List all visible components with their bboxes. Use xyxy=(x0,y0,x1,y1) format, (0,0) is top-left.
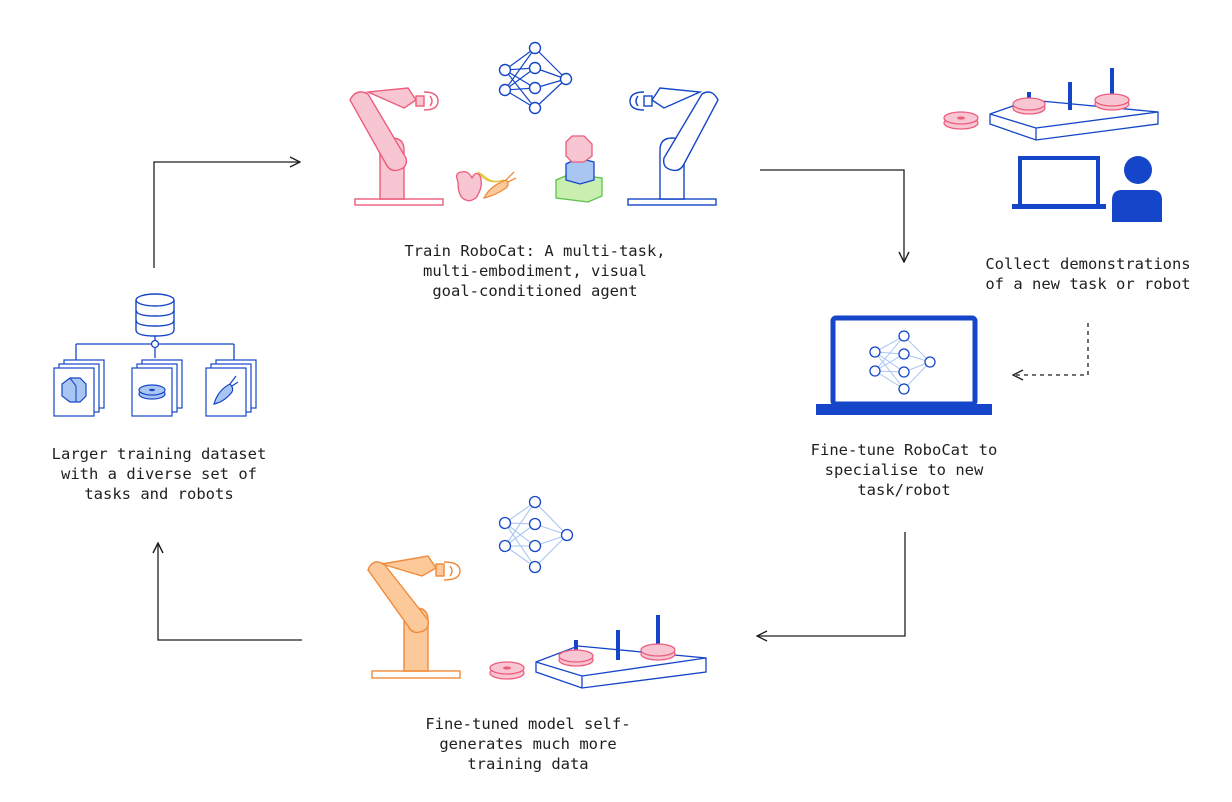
orange-robot-arm-icon xyxy=(367,555,461,679)
caption-selfgen-line-2: generates much more xyxy=(439,735,617,753)
selfgen-network-icon xyxy=(498,495,574,574)
flow-arrows xyxy=(153,162,1089,641)
caption-selfgen-line-1: Fine-tuned model self- xyxy=(425,715,631,733)
fruit-icon xyxy=(456,170,517,202)
stacked-blocks-icon xyxy=(555,135,603,203)
caption-train-line-1: Train RoboCat: A multi-task, xyxy=(404,242,666,260)
database-icon xyxy=(135,293,175,337)
neural-network-icon xyxy=(498,41,573,115)
caption-collect-line-1: Collect demonstrations xyxy=(985,255,1191,273)
caption-collect-line-2: of a new task or robot xyxy=(985,275,1191,293)
caption-dataset-line-1: Larger training dataset xyxy=(51,445,267,463)
arrow-finetune-to-selfgen xyxy=(757,532,906,636)
dataset-card-disc xyxy=(131,359,183,417)
caption-dataset-line-2: with a diverse set of xyxy=(61,465,257,483)
caption-finetune-line-3: task/robot xyxy=(857,481,951,499)
dataset-tree-lines xyxy=(75,336,235,362)
arrow-dataset-to-train xyxy=(153,162,300,268)
pink-robot-arm-icon xyxy=(349,87,444,206)
caption-train-line-3: goal-conditioned agent xyxy=(432,282,638,300)
caption-train: Train RoboCat: A multi-task, multi-embod… xyxy=(360,241,710,301)
blue-robot-arm-icon xyxy=(627,87,719,206)
caption-selfgen-line-3: training data xyxy=(467,755,589,773)
caption-dataset: Larger training dataset with a diverse s… xyxy=(20,444,298,504)
laptop-icon xyxy=(1012,156,1106,209)
arrow-collect-to-finetune xyxy=(1013,323,1089,375)
caption-selfgen: Fine-tuned model self- generates much mo… xyxy=(393,714,663,774)
caption-finetune-line-2: specialise to new xyxy=(824,461,984,479)
selfgen-peg-board-icon xyxy=(535,615,707,689)
caption-finetune: Fine-tune RoboCat to specialise to new t… xyxy=(773,440,1035,500)
peg-board-icon xyxy=(989,68,1159,141)
caption-train-line-2: multi-embodiment, visual xyxy=(423,262,647,280)
arrow-selfgen-to-dataset xyxy=(158,543,302,641)
arrow-train-to-finetune xyxy=(760,169,904,262)
caption-dataset-line-3: tasks and robots xyxy=(84,485,234,503)
selfgen-disc-icon xyxy=(489,661,525,680)
person-icon xyxy=(1112,156,1162,222)
caption-finetune-line-1: Fine-tune RoboCat to xyxy=(810,441,998,459)
gear-disc-icon xyxy=(943,111,979,130)
dataset-card-object xyxy=(53,359,105,417)
finetune-laptop-icon xyxy=(816,315,992,415)
dataset-card-carrot xyxy=(205,359,257,417)
caption-collect: Collect demonstrations of a new task or … xyxy=(958,254,1218,294)
